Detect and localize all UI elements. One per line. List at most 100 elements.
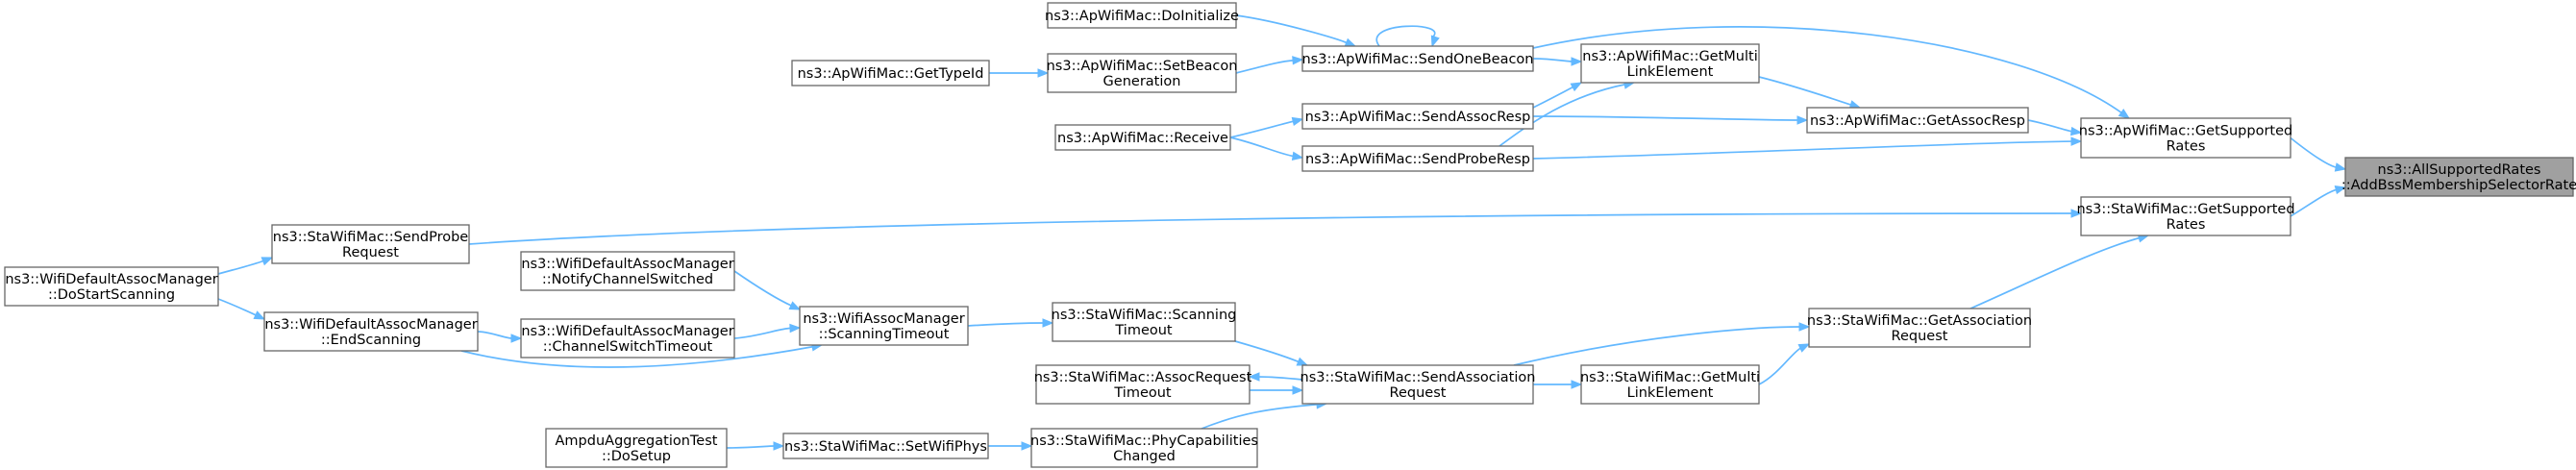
- node-box: [1580, 364, 1760, 405]
- edge-setbeacon-sendonebeacon-arrowhead: [1292, 56, 1304, 65]
- edge-startscanning-sendprobereq-arrowhead: [260, 257, 274, 266]
- node-box: [1808, 308, 2031, 348]
- node-label-line: ns3::ApWifiMac::GetAssocResp: [1810, 113, 2025, 129]
- node-box: [1301, 103, 1534, 130]
- edge-receive-sendassocresp-arrowhead: [1291, 116, 1304, 127]
- node-box: [1301, 364, 1534, 405]
- edge-startscanning-sendprobereq: [217, 260, 264, 275]
- edge-assocresp-aprates-arrowhead: [2069, 126, 2083, 136]
- node-label-line: ::NotifyChannelSwitched: [542, 272, 713, 287]
- edges: [217, 14, 2347, 451]
- node-label-line: ns3::ApWifiMac::SetBeacon: [1047, 59, 1238, 74]
- node-box: [271, 224, 470, 264]
- node-ampdu-do-setup[interactable]: AmpduAggregationTest::DoSetup: [545, 428, 728, 468]
- node-box: [1301, 145, 1534, 172]
- edge-sendassocresp-multilink: [1532, 86, 1574, 109]
- node-label-line: ::ChannelSwitchTimeout: [543, 339, 713, 355]
- edge-phycap-sendassoc: [1201, 403, 1319, 430]
- edge-endscanning-scanningtimeout: [460, 345, 814, 368]
- edge-notify-scanningtimeout-arrowhead: [788, 301, 802, 310]
- node-label-line: ns3::ApWifiMac::Receive: [1057, 131, 1228, 146]
- edge-switchtimeout-scanningtimeout: [733, 327, 792, 339]
- node-label-line: ns3::StaWifiMac::GetAssociation: [1807, 313, 2032, 329]
- node-label-line: ns3::WifiDefaultAssocManager: [521, 324, 733, 339]
- node-label-line: ns3::StaWifiMac::SendAssociation: [1300, 370, 1536, 385]
- node-ap-send-probe-resp[interactable]: ns3::ApWifiMac::SendProbeResp: [1301, 145, 1534, 172]
- node-box: [520, 318, 735, 359]
- node-label-line: Timeout: [1114, 323, 1173, 338]
- node-label-line: ns3::WifiDefaultAssocManager: [5, 272, 217, 287]
- edge-stamultilink-getassocreq: [1758, 347, 1802, 385]
- node-default-notify-channel-switched[interactable]: ns3::WifiDefaultAssocManager::NotifyChan…: [520, 251, 735, 291]
- node-label-line: ns3::AllSupportedRates: [2378, 162, 2541, 178]
- edge-notify-scanningtimeout: [733, 270, 793, 308]
- node-label-line: ns3::ApWifiMac::DoInitialize: [1045, 9, 1239, 24]
- node-label-line: LinkElement: [1627, 64, 1714, 80]
- node-ap-receive[interactable]: ns3::ApWifiMac::Receive: [1054, 124, 1231, 151]
- node-label-line: ::DoSetup: [602, 449, 671, 464]
- node-label-line: ns3::WifiDefaultAssocManager: [521, 257, 733, 272]
- node-box: [1806, 107, 2029, 134]
- edge-startscanning-endscanning-arrowhead: [253, 310, 266, 320]
- node-box: [1047, 53, 1237, 93]
- edge-gettypeid-setbeacon-arrowhead: [1037, 68, 1050, 78]
- node-default-channel-switch-timeout[interactable]: ns3::WifiDefaultAssocManager::ChannelSwi…: [520, 318, 735, 359]
- node-box: [1035, 364, 1251, 405]
- node-sta-scanning-timeout[interactable]: ns3::StaWifiMac::ScanningTimeout: [1052, 302, 1237, 342]
- edge-setbeacon-sendonebeacon: [1235, 59, 1295, 74]
- edge-stascanning-sendassoc-arrowhead: [1296, 357, 1309, 366]
- edge-scanningtimeout-stascanning: [967, 322, 1045, 327]
- node-label-line: ::EndScanning: [321, 333, 421, 348]
- node-label-line: Timeout: [1113, 385, 1172, 401]
- edge-sendproberesp-multilink: [1499, 83, 1626, 147]
- node-ap-send-one-beacon[interactable]: ns3::ApWifiMac::SendOneBeacon: [1301, 45, 1534, 72]
- node-label-line: Request: [1892, 329, 1948, 344]
- edge-sta-rates-root-arrowhead: [2334, 185, 2347, 195]
- node-box: [1052, 302, 1236, 342]
- edge-doinit-sendonebeacon: [1235, 14, 1348, 44]
- edge-sendassoc-assoctimeout: [1257, 376, 1303, 381]
- node-ap-do-initialize[interactable]: ns3::ApWifiMac::DoInitialize: [1045, 2, 1239, 29]
- edge-sendassoc-getassocreq: [1513, 326, 1801, 366]
- edge-sendassocresp-assocresp: [1532, 115, 1799, 121]
- node-ap-get-assoc-resp[interactable]: ns3::ApWifiMac::GetAssocResp: [1806, 107, 2029, 134]
- edge-getassocreq-starates: [1969, 236, 2141, 309]
- edge-ampdu-setwifiphys-arrowhead: [773, 441, 785, 451]
- node-ap-get-type-id[interactable]: ns3::ApWifiMac::GetTypeId: [791, 60, 990, 87]
- node-default-do-start-scanning[interactable]: ns3::WifiDefaultAssocManager::DoStartSca…: [4, 266, 219, 307]
- node-ap-send-assoc-resp[interactable]: ns3::ApWifiMac::SendAssocResp: [1301, 103, 1534, 130]
- node-assoc-manager-scanning-timeout[interactable]: ns3::WifiAssocManager::ScanningTimeout: [799, 306, 969, 346]
- node-label-line: ns3::StaWifiMac::Scanning: [1052, 308, 1237, 323]
- node-label-line: LinkElement: [1627, 385, 1714, 401]
- node-box: [545, 428, 728, 468]
- node-default-end-scanning[interactable]: ns3::WifiDefaultAssocManager::EndScannin…: [263, 311, 479, 352]
- node-box: [1030, 428, 1258, 468]
- node-label-line: Rates: [2167, 139, 2206, 155]
- node-label-line: ns3::ApWifiMac::GetTypeId: [798, 66, 984, 82]
- node-label-line: ::AddBssMembershipSelectorRate: [2341, 178, 2576, 193]
- node-root[interactable]: ns3::AllSupportedRates::AddBssMembership…: [2341, 157, 2576, 197]
- node-label-line: ns3::WifiDefaultAssocManager: [264, 317, 477, 333]
- node-label-line: ns3::StaWifiMac::GetMulti: [1580, 370, 1760, 385]
- node-label-line: ns3::ApWifiMac::SendOneBeacon: [1301, 52, 1533, 67]
- edge-receive-sendproberesp-arrowhead: [1291, 151, 1304, 161]
- node-label-line: ::ScanningTimeout: [819, 327, 950, 342]
- node-label-line: ns3::ApWifiMac::GetSupported: [2079, 124, 2292, 139]
- node-sta-set-wifi-phys[interactable]: ns3::StaWifiMac::SetWifiPhys: [782, 433, 989, 459]
- edge-sta-rates-root: [2290, 188, 2338, 217]
- edge-sendassoc-stamultilink-arrowhead: [1571, 380, 1583, 389]
- node-box: [263, 311, 479, 352]
- node-box: [1301, 45, 1534, 72]
- edge-sendproberesp-aprates: [1532, 140, 2073, 160]
- edge-stascanning-sendassoc: [1234, 340, 1300, 363]
